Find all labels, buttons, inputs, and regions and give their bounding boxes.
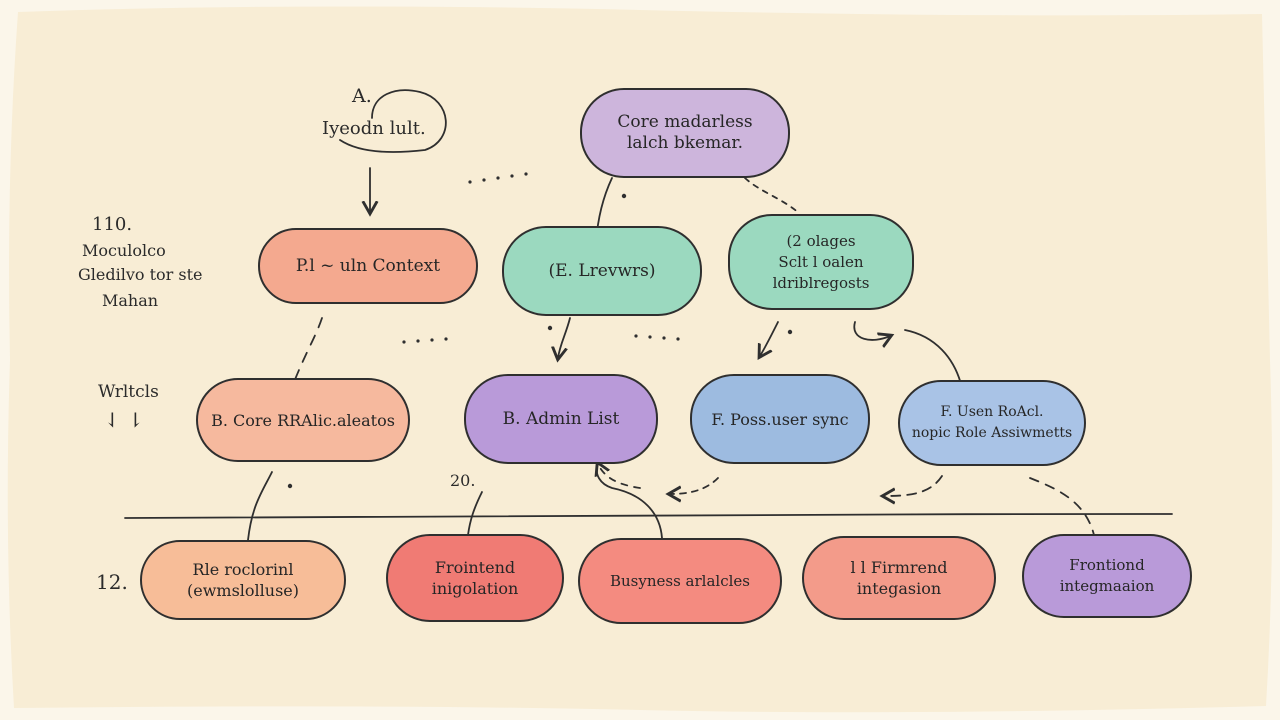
row-number-label: 12.: [96, 570, 128, 594]
node-fe2-line1: l l Firmrend: [850, 558, 948, 577]
left-note-line3: Mahan: [102, 291, 159, 310]
node-core-b[interactable]: B. Core RRAlic.aleatos: [196, 378, 410, 462]
node-role-line1: F. Usen RoAcl.: [940, 404, 1044, 420]
mid-number-label: 20.: [450, 471, 476, 490]
node-business[interactable]: Busyness arlalcles: [578, 538, 782, 624]
left-number-label: 110.: [92, 214, 133, 235]
node-fe1-line2: inigolation: [431, 579, 519, 598]
node-sync-line1: F. Poss.user sync: [711, 409, 849, 429]
node-rec-line1: Rle roclorinl: [192, 560, 294, 579]
node-stages-line3: ldriblregosts: [772, 273, 870, 292]
left-arrows-icon: ⇃ ⇂: [104, 408, 144, 432]
node-frontend-2[interactable]: l l Firmrend integasion: [802, 536, 996, 620]
left-note-line2: Gledilvo tor ste: [78, 265, 203, 284]
node-users[interactable]: (E. Lrevwrs): [502, 226, 702, 316]
node-frontend-3[interactable]: Frontiond integmaaion: [1022, 534, 1192, 618]
node-fe2-line2: integasion: [856, 579, 942, 598]
left-note-line1: Moculolco: [82, 241, 166, 260]
node-stages[interactable]: (2 olages Sclt l oalen ldriblregosts: [728, 214, 914, 310]
node-biz-line1: Busyness arlalcles: [610, 571, 750, 590]
node-core-line1: Core madarless: [617, 112, 753, 132]
top-left-letter: A.: [352, 85, 372, 107]
node-fe1-line1: Frointend: [434, 558, 516, 577]
node-rec-line2: (ewmslolluse): [187, 581, 299, 600]
node-role-line2: nopic Role Assiwmetts: [911, 425, 1073, 441]
node-fe3-line1: Frontiond: [1069, 556, 1145, 574]
node-context-line1: P.l ~ uln Context: [295, 255, 441, 276]
node-core-modules[interactable]: Core madarless lalch bkemar.: [580, 88, 790, 178]
node-user-sync[interactable]: F. Poss.user sync: [690, 374, 870, 464]
paper-sheet: [7, 6, 1273, 713]
node-stages-line2: Sclt l oalen: [778, 252, 864, 271]
left-note-line4: Wrltcls: [98, 382, 159, 402]
node-fe3-line2: integmaaion: [1059, 577, 1155, 595]
node-core-b-line1: B. Core RRAlic.aleatos: [211, 410, 395, 430]
node-admin-line1: B. Admin List: [502, 408, 620, 429]
node-rec[interactable]: Rle roclorinl (ewmslolluse): [140, 540, 346, 620]
top-left-label: Iyeodn lult.: [322, 118, 426, 139]
node-users-line1: (E. Lrevwrs): [548, 260, 656, 281]
node-core-line2: lalch bkemar.: [626, 133, 744, 153]
node-admin-list[interactable]: B. Admin List: [464, 374, 658, 464]
node-frontend-1[interactable]: Frointend inigolation: [386, 534, 564, 622]
node-stages-line1: (2 olages: [786, 231, 856, 250]
node-role-assignments[interactable]: F. Usen RoAcl. nopic Role Assiwmetts: [898, 380, 1086, 466]
node-context[interactable]: P.l ~ uln Context: [258, 228, 478, 304]
